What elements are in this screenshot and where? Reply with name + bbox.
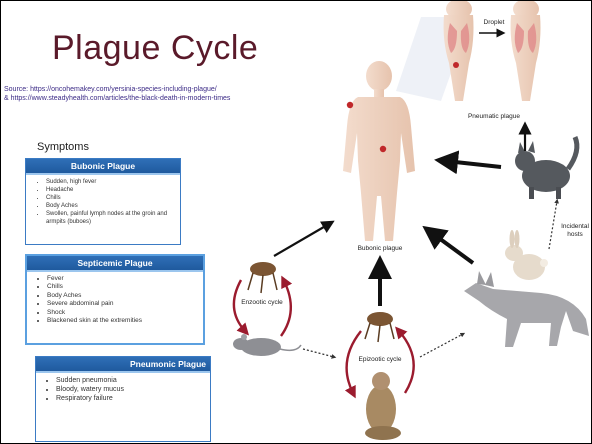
rabbit-figure — [505, 230, 548, 280]
arrow-flea-to-human — [274, 224, 329, 256]
fox-figure — [464, 271, 589, 347]
bubonic-plague-label: Bubonic plague — [341, 245, 419, 253]
epizootic-cycle-label: Epizootic cycle — [357, 356, 403, 364]
pneumonic-figure-right — [511, 1, 541, 101]
flea-left — [248, 262, 277, 293]
flea-center — [365, 312, 394, 342]
dotted-arrow-rabbit-cat — [549, 201, 557, 249]
dotted-arrow-rat-epizootic — [303, 349, 334, 357]
arrow-fox-to-human — [432, 233, 473, 263]
incidental-hosts-label: Incidental hosts — [557, 223, 592, 238]
dotted-arrow-epizootic-fox — [420, 334, 463, 357]
rat-figure — [233, 334, 301, 356]
droplet-label: Droplet — [476, 19, 512, 27]
prairie-dog-figure — [365, 372, 401, 440]
arrow-cat-to-human — [446, 161, 501, 167]
pneumonic-figure-left — [444, 1, 474, 101]
enzootic-cycle-label: Enzootic cycle — [241, 299, 283, 307]
pneumatic-plague-label: Pneumatic plague — [449, 113, 539, 121]
